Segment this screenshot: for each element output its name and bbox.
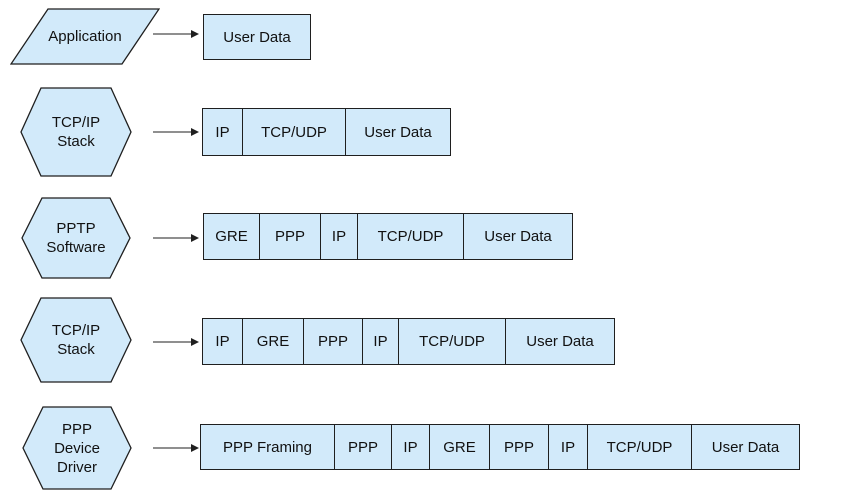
stage-label-line: Application	[48, 28, 122, 45]
packet-cell: IP	[202, 108, 243, 156]
packet-cell: IP	[362, 318, 399, 365]
packet-cell: TCP/UDP	[242, 108, 346, 156]
stage-label-line: Device	[54, 439, 100, 457]
right-arrow-icon	[153, 30, 199, 38]
hexagon-icon	[20, 297, 132, 383]
packet-cell: IP	[202, 318, 243, 365]
stage-label-line: Stack	[57, 133, 95, 150]
stage-label-line: PPTP	[56, 220, 96, 237]
stage-shape-application: Application	[10, 8, 160, 65]
stage-label-line: TCP/IP	[51, 114, 101, 131]
packet-cell: IP	[320, 213, 358, 260]
stage-label-tcp-ip-stack: TCP/IP Stack	[20, 297, 132, 383]
right-arrow-icon	[153, 128, 199, 136]
stage-label-tcp-ip-stack: TCP/IP Stack	[20, 87, 132, 177]
stage-label-line: Driver	[57, 458, 97, 476]
stage-shape-pptp-software: PPTP Software	[21, 197, 131, 279]
hexagon-icon	[21, 197, 131, 279]
packet-cell: PPP	[489, 424, 549, 470]
packet-cell: TCP/UDP	[357, 213, 464, 260]
packet-cell: PPP Framing	[200, 424, 335, 470]
packet-cell: PPP	[259, 213, 321, 260]
packet-cell: IP	[548, 424, 588, 470]
packet-cell: PPP	[334, 424, 392, 470]
packet-cell: GRE	[429, 424, 490, 470]
packet-cell: GRE	[242, 318, 304, 365]
right-arrow-icon	[153, 444, 199, 452]
right-arrow-icon	[153, 338, 199, 346]
hexagon-icon	[20, 87, 132, 177]
stage-shape-tcp-ip-stack: TCP/IP Stack	[20, 297, 132, 383]
stage-label-pptp-software: PPTP Software	[21, 197, 131, 279]
stage-shape-tcp-ip-stack: TCP/IP Stack	[20, 87, 132, 177]
stage-label-application: Application	[10, 8, 160, 65]
packet-cell: IP	[391, 424, 430, 470]
parallelogram-icon	[10, 8, 160, 65]
packet-cell: TCP/UDP	[398, 318, 506, 365]
packet-row-application: User Data	[203, 14, 311, 60]
packet-cell: PPP	[303, 318, 363, 365]
packet-cell: User Data	[203, 14, 311, 60]
packet-cell: User Data	[345, 108, 451, 156]
packet-cell: TCP/UDP	[587, 424, 692, 470]
stage-label-line: Software	[46, 239, 106, 256]
stage-label-line: PPP	[61, 420, 92, 438]
right-arrow-icon	[153, 234, 199, 242]
packet-cell: User Data	[463, 213, 573, 260]
stage-label-line: TCP/IP	[51, 322, 101, 339]
packet-cell: GRE	[203, 213, 260, 260]
packet-cell: User Data	[505, 318, 615, 365]
hexagon-icon	[22, 406, 132, 490]
packet-cell: User Data	[691, 424, 800, 470]
stage-label-line: Stack	[57, 341, 95, 358]
